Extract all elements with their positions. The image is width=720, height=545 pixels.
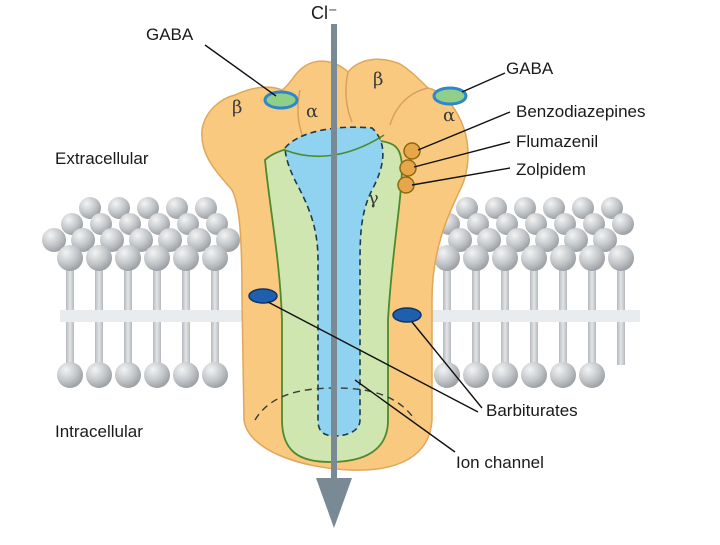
barbiturate-site-right	[392, 307, 422, 323]
lipid-head	[485, 197, 507, 219]
alpha-subunit-left: α	[306, 101, 319, 122]
lipid-head	[166, 197, 188, 219]
lipid-head	[601, 197, 623, 219]
lipid-head	[477, 228, 501, 252]
lipid-head	[550, 245, 576, 271]
lipid-head	[564, 228, 588, 252]
lipid-head	[129, 228, 153, 252]
lipid-head	[579, 245, 605, 271]
lipid-head	[71, 228, 95, 252]
lipid-head	[144, 245, 170, 271]
zolpidem-site	[397, 176, 415, 194]
lipid-head	[514, 197, 536, 219]
lipid-head	[79, 197, 101, 219]
lipid-head	[216, 228, 240, 252]
flumazenil-label: Flumazenil	[516, 132, 599, 151]
subunit-boundary	[345, 71, 353, 123]
benzodiazepines-label: Benzodiazepines	[516, 102, 646, 121]
beta-subunit-left: β	[232, 97, 243, 118]
flumazenil-site	[399, 159, 417, 177]
lipid-head	[463, 362, 489, 388]
lipid-head	[187, 228, 211, 252]
intracellular-label: Intracellular	[55, 422, 143, 441]
lipid-head	[521, 245, 547, 271]
lipid-head	[492, 245, 518, 271]
lipid-head	[202, 362, 228, 388]
lipid-head	[86, 362, 112, 388]
lipid-head	[572, 197, 594, 219]
lipid-head	[173, 362, 199, 388]
lipid-head	[463, 245, 489, 271]
lipid-head	[115, 245, 141, 271]
lipid-head	[492, 362, 518, 388]
barbiturate-site-left	[248, 288, 278, 304]
subunit-boundary	[389, 87, 429, 126]
lipid-head	[608, 245, 634, 271]
pore-rim	[284, 134, 385, 158]
barbiturates-label: Barbiturates	[486, 401, 578, 420]
lipid-head	[543, 197, 565, 219]
chloride-ion-label: Cl⁻	[311, 3, 338, 23]
gaba-site-left	[263, 90, 299, 110]
lipid-bilayer	[42, 197, 640, 388]
lipid-head	[521, 362, 547, 388]
lipid-head	[456, 197, 478, 219]
lipid-head	[144, 362, 170, 388]
lipid-head	[579, 362, 605, 388]
gamma-subunit: γ	[368, 188, 379, 209]
beta-subunit-right: β	[373, 69, 384, 90]
lipid-head	[158, 228, 182, 252]
gaba-site-right	[432, 86, 468, 106]
binding-sites	[248, 86, 468, 323]
lipid-head	[173, 245, 199, 271]
lipid-head	[195, 197, 217, 219]
zolpidem-label: Zolpidem	[516, 160, 586, 179]
lipid-head	[100, 228, 124, 252]
gaba-label-right: GABA	[506, 59, 554, 78]
lipid-head	[137, 197, 159, 219]
lipid-head	[57, 245, 83, 271]
lipid-head	[550, 362, 576, 388]
lipid-head	[108, 197, 130, 219]
lipid-head	[86, 245, 112, 271]
gaba-label-left: GABA	[146, 25, 194, 44]
lipid-head	[535, 228, 559, 252]
lipid-head	[434, 362, 460, 388]
lipid-head	[506, 228, 530, 252]
lipid-head	[612, 213, 634, 235]
benzodiazepine-site	[403, 142, 421, 160]
lipid-head	[448, 228, 472, 252]
lipid-head	[57, 362, 83, 388]
lipid-head	[593, 228, 617, 252]
lipid-head	[115, 362, 141, 388]
lipid-head	[202, 245, 228, 271]
lipid-head	[42, 228, 66, 252]
ion-channel-label: Ion channel	[456, 453, 544, 472]
alpha-subunit-right: α	[443, 105, 456, 126]
extracellular-label: Extracellular	[55, 149, 149, 168]
chloride-flow-arrow	[316, 24, 352, 528]
leader-lines	[204, 44, 511, 453]
lipid-head	[434, 245, 460, 271]
